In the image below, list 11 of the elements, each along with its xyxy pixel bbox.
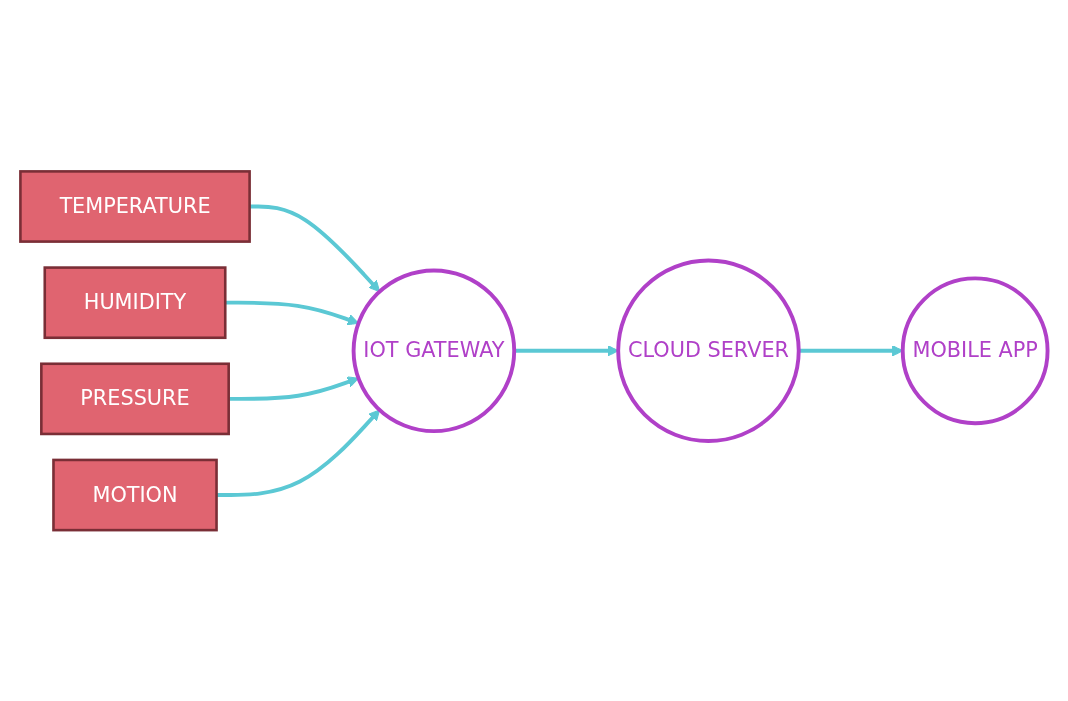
arrow <box>225 300 359 325</box>
node-box: MOTION <box>52 458 218 532</box>
arrow <box>249 204 381 292</box>
node-box: PRESSURE <box>40 362 230 435</box>
node-circle: CLOUD SERVER <box>616 258 801 443</box>
arrow <box>228 376 359 401</box>
node-box: TEMPERATURE <box>19 169 251 243</box>
node-box: HUMIDITY <box>43 266 227 339</box>
node-circle: MOBILE APP <box>900 276 1050 425</box>
arrow <box>216 409 381 497</box>
node-circle: IOT GATEWAY <box>351 268 517 433</box>
